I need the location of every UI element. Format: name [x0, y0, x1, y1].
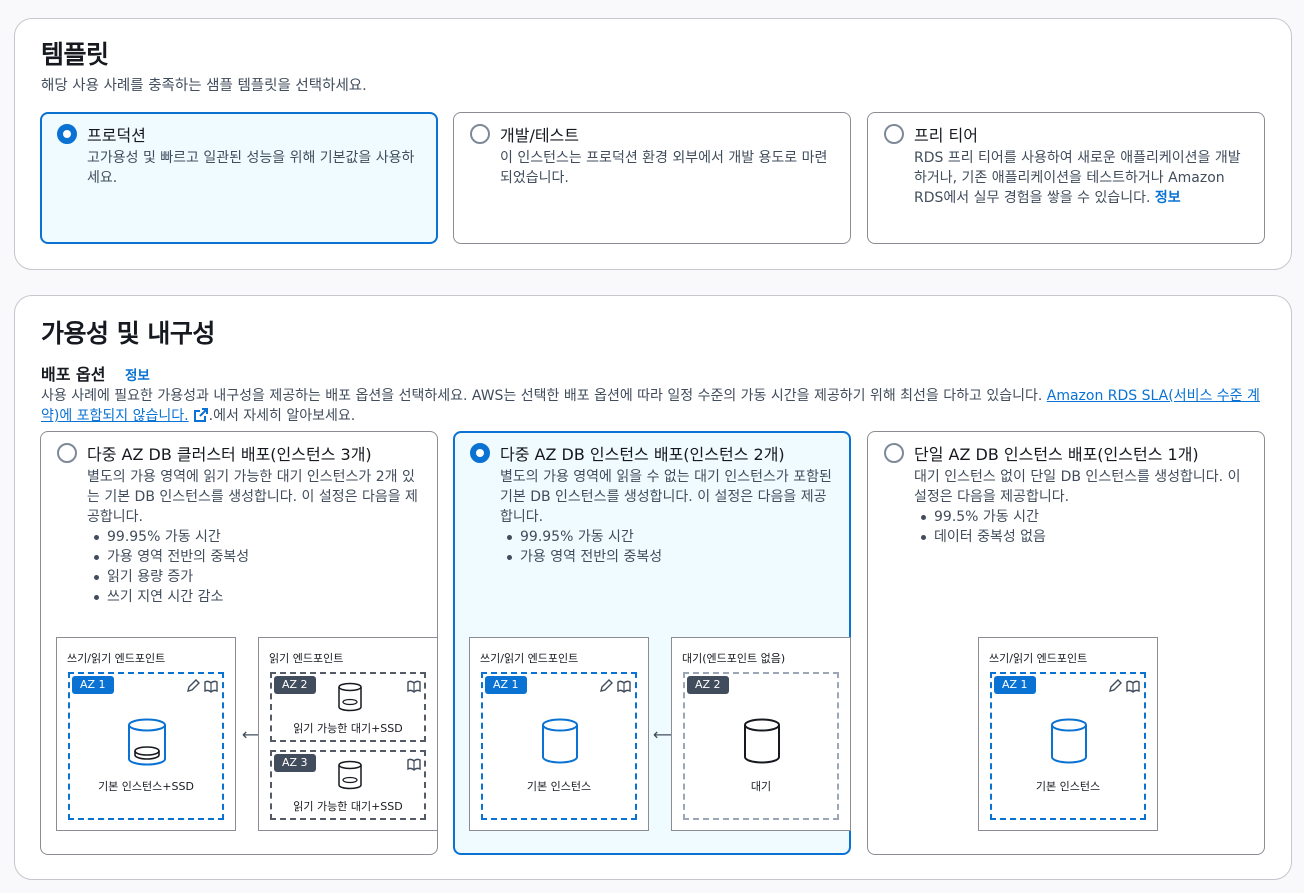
deployment-option-multi-az-instance[interactable]: 다중 AZ DB 인스턴스 배포(인스턴스 2개) 별도의 가용 영역에 읽을 …	[453, 431, 851, 855]
rw-endpoint-label: 쓰기/읽기 엔드포인트	[989, 652, 1088, 665]
feature-item: 99.95% 가동 시간	[507, 527, 835, 547]
external-link-icon[interactable]	[193, 407, 209, 429]
database-ssd-icon	[128, 718, 166, 766]
radio-selected-icon[interactable]	[470, 443, 490, 463]
template-option-title: 프로덕션	[87, 126, 146, 145]
edit-book-icons	[1108, 678, 1142, 697]
deployment-option-text: 대기 인스턴스 없이 단일 DB 인스턴스를 생성합니다. 이 설정은 다음을 …	[914, 469, 1241, 505]
templates-description: 해당 사용 사례를 충족하는 샘플 템플릿을 선택하세요.	[41, 78, 367, 94]
template-option-title: 개발/테스트	[500, 126, 579, 145]
az3-badge: AZ 3	[274, 754, 316, 772]
primary-caption: 기본 인스턴스	[1035, 780, 1101, 793]
readable-standby-caption: 읽기 가능한 대기+SSD	[293, 800, 403, 813]
deployment-option-description: 별도의 가용 영역에 읽을 수 없는 대기 인스턴스가 포함된 기본 DB 인스…	[500, 467, 835, 567]
az3-zone: AZ 3 읽기 가능한 대기+SSD	[270, 750, 426, 820]
feature-item: 가용 영역 전반의 중복성	[507, 547, 835, 567]
readable-standby-caption: 읽기 가능한 대기+SSD	[293, 722, 403, 735]
template-option-description: 이 인스턴스는 프로덕션 환경 외부에서 개발 용도로 마련되었습니다.	[500, 150, 828, 186]
deployment-info-link[interactable]: 정보	[125, 368, 150, 384]
radio-unselected-icon[interactable]	[884, 124, 904, 144]
deployment-description-text: 사용 사례에 필요한 가용성과 내구성을 제공하는 배포 옵션을 선택하세요. …	[41, 388, 1047, 404]
templates-panel: 템플릿 해당 사용 사례를 충족하는 샘플 템플릿을 선택하세요. 프로덕션 고…	[14, 18, 1292, 270]
az1-zone: AZ 1 기본 인스턴스	[990, 672, 1146, 820]
feature-item: 99.95% 가동 시간	[94, 527, 422, 547]
template-option-free-tier[interactable]: 프리 티어 RDS 프리 티어를 사용하여 새로운 애플리케이션을 개발하거나,…	[867, 112, 1265, 244]
deployment-option-title: 다중 AZ DB 클러스터 배포(인스턴스 3개)	[87, 445, 372, 464]
availability-panel: 가용성 및 내구성 배포 옵션 정보 사용 사례에 필요한 가용성과 내구성을 …	[14, 295, 1292, 880]
radio-selected-icon[interactable]	[57, 124, 77, 144]
template-option-title: 프리 티어	[914, 126, 978, 145]
free-tier-description-text: RDS 프리 티어를 사용하여 새로운 애플리케이션을 개발하거나, 기존 애플…	[914, 150, 1241, 206]
deployment-option-text: 별도의 가용 영역에 읽을 수 없는 대기 인스턴스가 포함된 기본 DB 인스…	[500, 469, 832, 525]
templates-title: 템플릿	[41, 40, 109, 69]
feature-item: 데이터 중복성 없음	[921, 527, 1249, 547]
template-option-description: 고가용성 및 빠르고 일관된 성능을 위해 기본값을 사용하세요.	[87, 150, 415, 186]
feature-item: 읽기 용량 증가	[94, 567, 422, 587]
template-option-dev-test[interactable]: 개발/테스트 이 인스턴스는 프로덕션 환경 외부에서 개발 용도로 마련되었습…	[453, 112, 851, 244]
database-icon	[542, 718, 578, 764]
deployment-description-suffix: .에서 자세히 알아보세요.	[208, 408, 356, 424]
edit-book-icons	[599, 678, 633, 697]
read-endpoint-label: 읽기 엔드포인트	[269, 652, 344, 665]
rw-endpoint-box: 쓰기/읽기 엔드포인트 AZ 1 기본 인스턴스	[469, 637, 649, 831]
radio-unselected-icon[interactable]	[470, 124, 490, 144]
az2-zone: AZ 2 읽기 가능한 대기+SSD	[270, 672, 426, 742]
rw-endpoint-box: 쓰기/읽기 엔드포인트 AZ 1 기본 인스턴스+SSD	[56, 637, 236, 831]
primary-caption: 기본 인스턴스	[526, 780, 592, 793]
standby-endpoint-label: 대기(엔드포인트 없음)	[682, 652, 786, 665]
az2-badge: AZ 2	[687, 676, 729, 694]
rw-endpoint-label: 쓰기/읽기 엔드포인트	[67, 652, 166, 665]
free-tier-info-link[interactable]: 정보	[1154, 190, 1181, 206]
standby-caption: 대기	[750, 780, 772, 793]
az1-zone: AZ 1 기본 인스턴스	[481, 672, 637, 820]
az1-badge: AZ 1	[72, 676, 114, 694]
deployment-options-label: 배포 옵션	[41, 365, 106, 384]
radio-unselected-icon[interactable]	[57, 443, 77, 463]
feature-item: 가용 영역 전반의 중복성	[94, 547, 422, 567]
feature-item: 쓰기 지연 시간 감소	[94, 587, 422, 607]
primary-ssd-caption: 기본 인스턴스+SSD	[98, 780, 194, 793]
radio-unselected-icon[interactable]	[884, 443, 904, 463]
rw-endpoint-label: 쓰기/읽기 엔드포인트	[480, 652, 579, 665]
book-icon	[406, 756, 422, 775]
deployment-option-text: 별도의 가용 영역에 읽기 가능한 대기 인스턴스가 2개 있는 기본 DB 인…	[87, 469, 418, 525]
deployment-option-multi-az-cluster[interactable]: 다중 AZ DB 클러스터 배포(인스턴스 3개) 별도의 가용 영역에 읽기 …	[40, 431, 438, 855]
replication-arrow-icon: ⟷	[653, 725, 676, 744]
book-icon	[406, 678, 422, 697]
deployment-option-title: 단일 AZ DB 인스턴스 배포(인스턴스 1개)	[914, 445, 1199, 464]
feature-list: 99.95% 가동 시간 가용 영역 전반의 중복성	[500, 527, 835, 567]
database-icon	[1051, 718, 1087, 764]
feature-item: 99.5% 가동 시간	[921, 507, 1249, 527]
deployment-option-title: 다중 AZ DB 인스턴스 배포(인스턴스 2개)	[500, 445, 785, 464]
az2-zone: AZ 2 대기	[683, 672, 839, 820]
az1-zone: AZ 1 기본 인스턴스+SSD	[68, 672, 224, 820]
database-icon	[744, 718, 780, 764]
feature-list: 99.95% 가동 시간 가용 영역 전반의 중복성 읽기 용량 증가 쓰기 지…	[87, 527, 422, 607]
edit-book-icons	[186, 678, 220, 697]
template-option-production[interactable]: 프로덕션 고가용성 및 빠르고 일관된 성능을 위해 기본값을 사용하세요.	[40, 112, 438, 244]
database-ssd-icon	[338, 760, 362, 790]
az1-badge: AZ 1	[485, 676, 527, 694]
database-ssd-icon	[338, 682, 362, 712]
feature-list: 99.5% 가동 시간 데이터 중복성 없음	[914, 507, 1249, 547]
standby-box: 대기(엔드포인트 없음) AZ 2 대기	[671, 637, 851, 831]
availability-title: 가용성 및 내구성	[41, 319, 215, 348]
rw-endpoint-box: 쓰기/읽기 엔드포인트 AZ 1 기본 인스턴스	[978, 637, 1158, 831]
template-option-description: RDS 프리 티어를 사용하여 새로운 애플리케이션을 개발하거나, 기존 애플…	[914, 148, 1249, 208]
az2-badge: AZ 2	[274, 676, 316, 694]
az1-badge: AZ 1	[994, 676, 1036, 694]
deployment-option-description: 대기 인스턴스 없이 단일 DB 인스턴스를 생성합니다. 이 설정은 다음을 …	[914, 467, 1249, 547]
read-endpoint-box: 읽기 엔드포인트 AZ 2 읽기 가능한 대기+SSD AZ 3 읽기 가능한 …	[258, 637, 438, 831]
deployment-option-description: 별도의 가용 영역에 읽기 가능한 대기 인스턴스가 2개 있는 기본 DB 인…	[87, 467, 422, 607]
sla-link[interactable]: Amazon RDS SLA(서비스 수준 계약)에 포함되지 않습니다.	[41, 388, 1260, 424]
deployment-option-single-az[interactable]: 단일 AZ DB 인스턴스 배포(인스턴스 1개) 대기 인스턴스 없이 단일 …	[867, 431, 1265, 855]
deployment-description: 사용 사례에 필요한 가용성과 내구성을 제공하는 배포 옵션을 선택하세요. …	[41, 386, 1271, 429]
